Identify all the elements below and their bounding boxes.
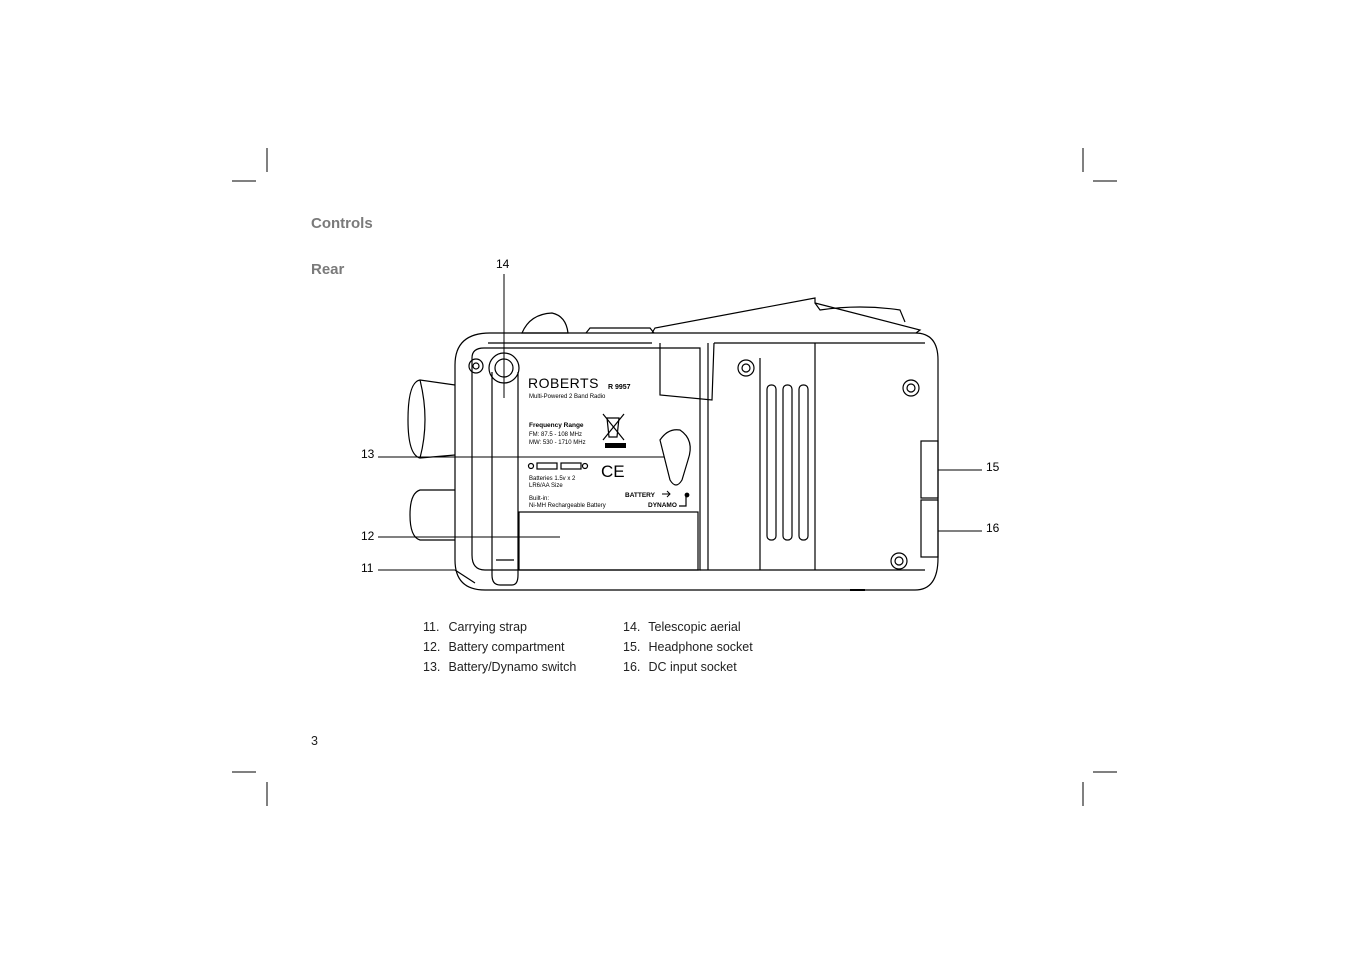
side-knob-top xyxy=(407,379,456,459)
callout-14: 14 xyxy=(496,257,510,271)
freq-fm: FM: 87.5 - 108 MHz xyxy=(529,432,582,438)
carrying-handle xyxy=(651,297,922,334)
legend-item: 14. Telescopic aerial xyxy=(623,620,741,634)
legend-item: 11. Carrying strap xyxy=(423,620,527,634)
callout-12: 12 xyxy=(361,529,375,543)
callout-13: 13 xyxy=(361,447,375,461)
product-line-label: Multi-Powered 2 Band Radio xyxy=(529,394,606,400)
builtin-line1: Built-in: xyxy=(529,496,549,502)
batteries-line1: Batteries 1.5v x 2 xyxy=(529,476,576,482)
legend-item: 16. DC input socket xyxy=(623,660,737,674)
switch-dynamo-label: DYNAMO xyxy=(648,502,677,509)
callout-15: 15 xyxy=(986,460,1000,474)
legend-item: 15. Headphone socket xyxy=(623,640,753,654)
battery-compartment xyxy=(518,511,699,571)
subsection-title: Rear xyxy=(311,261,345,278)
side-knob-bottom xyxy=(409,489,455,541)
model-label: R 9957 xyxy=(608,384,631,391)
callout-16: 16 xyxy=(986,521,1000,535)
radio-body xyxy=(454,332,939,591)
weee-icon xyxy=(606,417,620,438)
telescopic-aerial xyxy=(491,372,519,586)
battery-dynamo-switch xyxy=(659,429,691,486)
switch-battery-label: BATTERY xyxy=(625,492,656,499)
top-knob xyxy=(521,312,569,334)
brand-label: ROBERTS xyxy=(528,375,599,391)
freq-mw: MW: 530 - 1710 MHz xyxy=(529,440,586,446)
legend-item: 13. Battery/Dynamo switch xyxy=(423,660,577,674)
builtin-line2: Ni-MH Rechargeable Battery xyxy=(529,503,606,509)
freq-heading: Frequency Range xyxy=(529,422,584,429)
batteries-line2: LR6/AA Size xyxy=(529,483,563,489)
section-title: Controls xyxy=(311,215,373,232)
legend-item: 12. Battery compartment xyxy=(423,640,565,654)
callout-11: 11 xyxy=(361,561,374,575)
page-number: 3 xyxy=(311,734,318,748)
ce-mark: CE xyxy=(601,462,625,481)
